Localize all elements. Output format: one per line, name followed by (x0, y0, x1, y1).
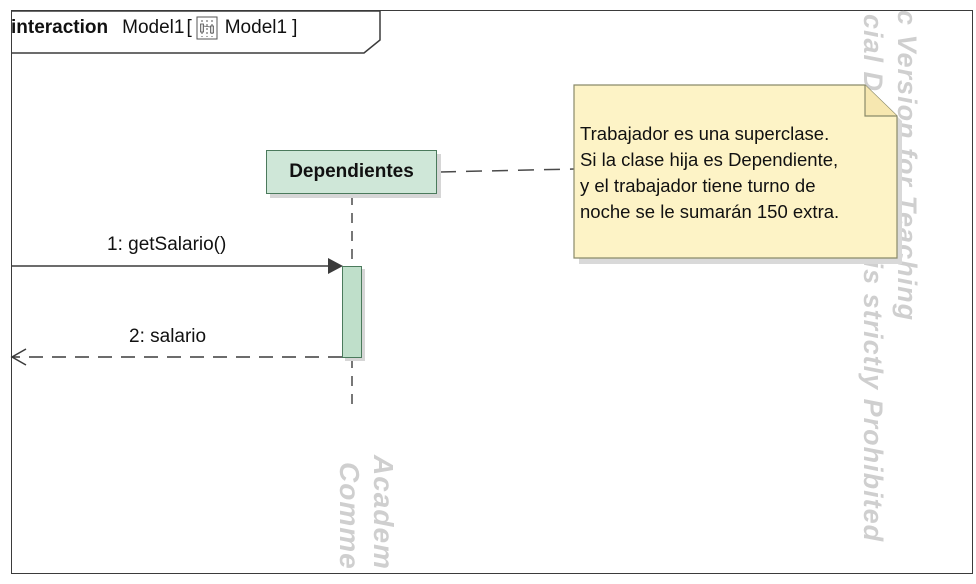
note-line: Trabajador es una superclase. (580, 123, 830, 144)
interaction-diagram-icon (196, 16, 218, 40)
note-fold (864, 85, 897, 117)
message-2-arrowhead (10, 348, 27, 366)
frame-ref-name: Model1 (224, 17, 288, 38)
note-text[interactable]: Trabajador es una superclase. Si la clas… (580, 121, 900, 225)
message-1-arrowhead (328, 258, 343, 274)
note-line: y el trabajador tiene turno de (580, 175, 816, 196)
frame-keyword: interaction (11, 17, 109, 38)
note-body (573, 84, 898, 259)
message-1-label: 1: getSalario() (107, 234, 227, 255)
frame-title: interaction Model1 [ Model1 ] (11, 16, 297, 40)
note-line: Si la clase hija es Dependiente, (580, 149, 839, 170)
lifeline-dependientes[interactable]: Dependientes (266, 150, 437, 194)
note-line: noche se le sumarán 150 extra. (580, 201, 840, 222)
message-2-label: 2: salario (129, 326, 207, 347)
note-anchor-line (439, 168, 575, 173)
activation-bar[interactable] (342, 266, 362, 358)
frame-close-bracket: ] (292, 17, 298, 38)
frame-name: Model1 (122, 17, 185, 38)
frame-tab-outline (12, 10, 381, 54)
frame-open-bracket: [ (186, 17, 192, 38)
lifeline-label: Dependientes (289, 161, 414, 182)
